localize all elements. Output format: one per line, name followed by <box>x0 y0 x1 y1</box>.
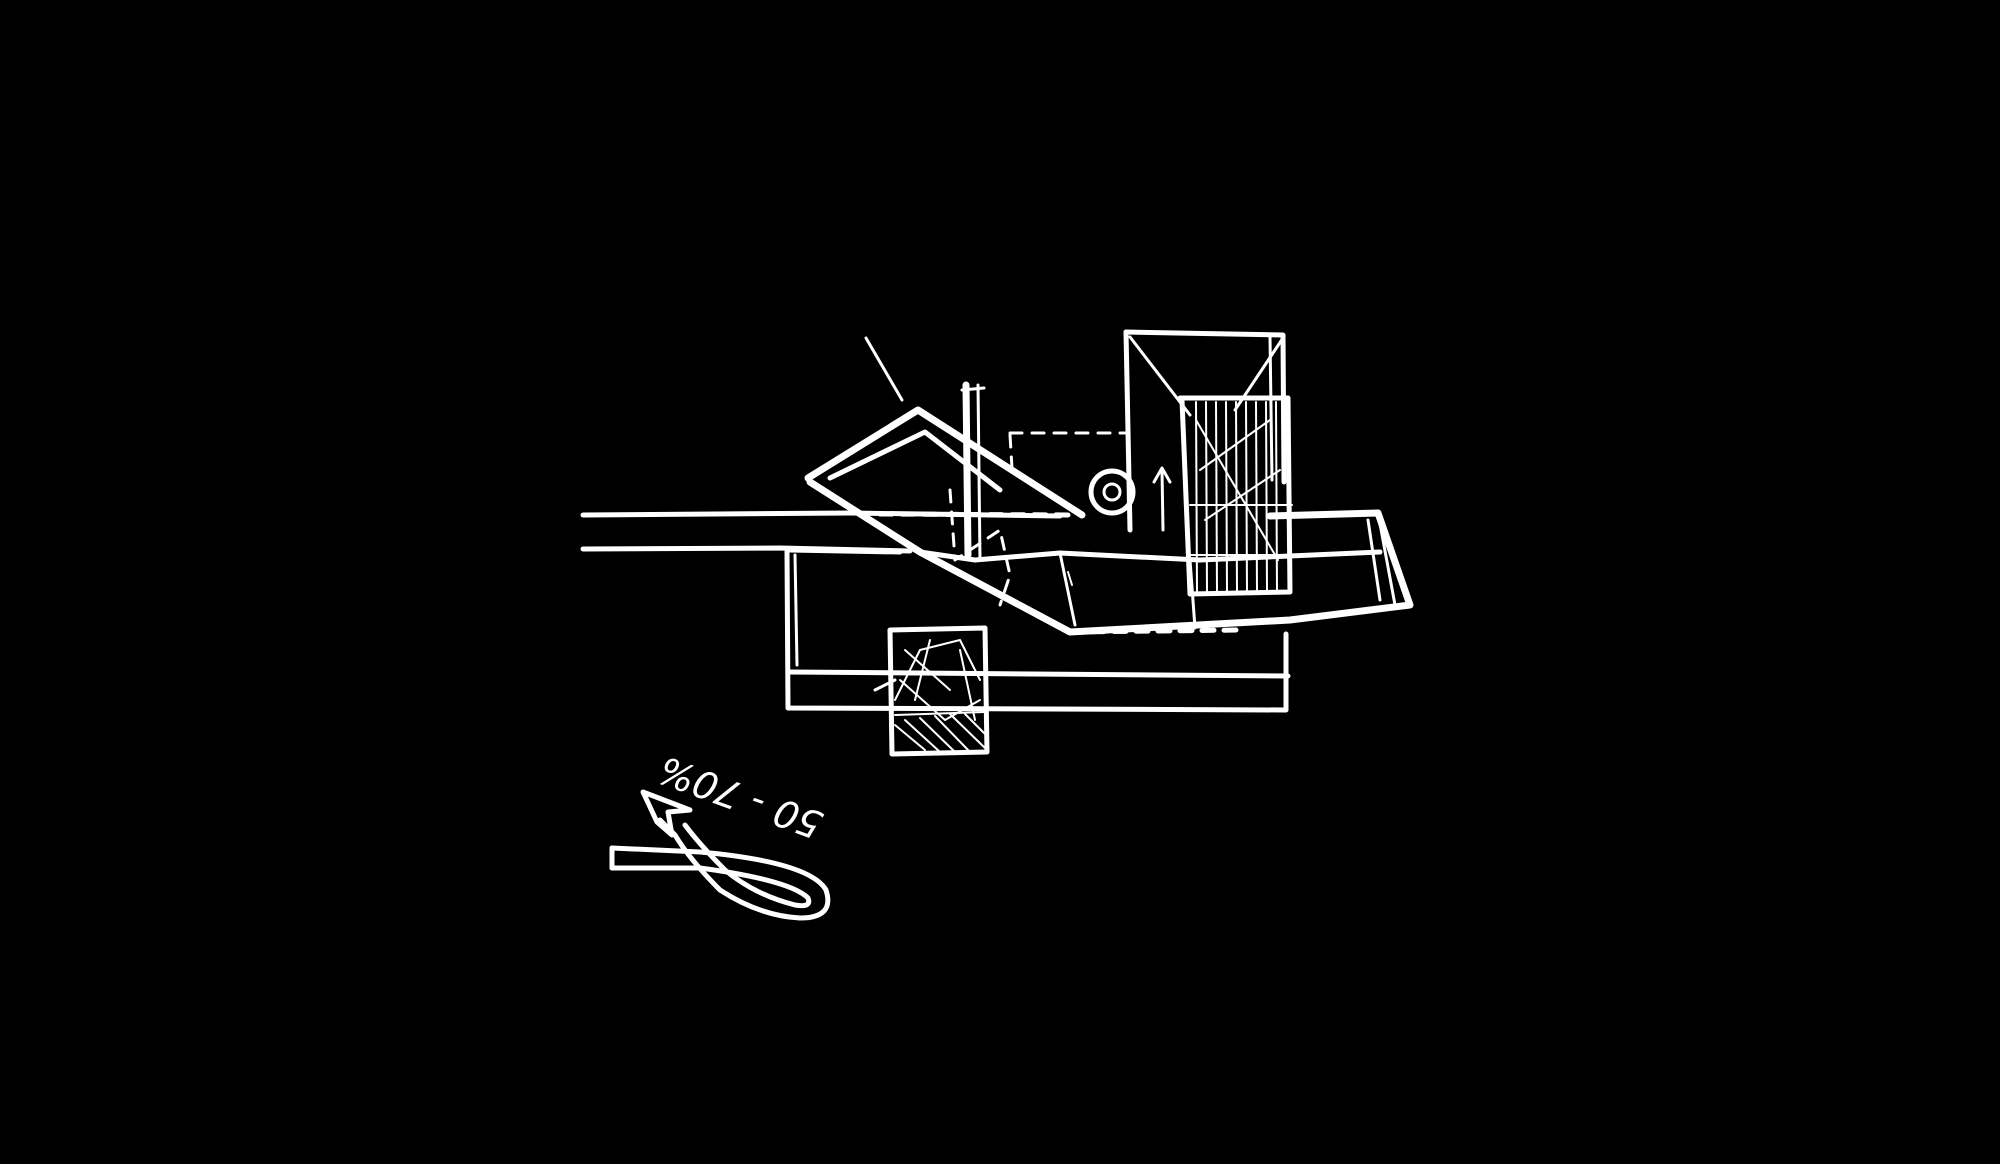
annex-outline <box>887 625 990 757</box>
up-arrow-icon <box>1152 466 1172 532</box>
tower-outline-top <box>1123 329 1287 485</box>
roof-dashed-outline <box>1008 431 1130 470</box>
base-slab-left-inner <box>793 553 799 667</box>
tick-mark <box>1067 571 1073 586</box>
annex-hatching <box>894 639 986 753</box>
wing-dashed-floor <box>1067 627 1243 635</box>
arrow-head <box>640 789 693 838</box>
base-slab-inner-line <box>787 669 1291 679</box>
tower-block <box>1123 329 1293 597</box>
annex-tick <box>873 678 897 692</box>
roof-inner-edge <box>827 429 1003 493</box>
base-slab-top-edge <box>787 547 903 555</box>
mast-pole-1 <box>962 381 972 559</box>
base-slab <box>784 547 1291 713</box>
sky-line <box>864 336 904 402</box>
tower-hatching <box>1189 401 1293 593</box>
wing-end-inner <box>1366 518 1382 602</box>
angled-wing <box>804 406 1414 636</box>
circle-tree-icon <box>1088 468 1136 516</box>
arrow-loop-inner <box>609 822 812 909</box>
mast <box>864 336 986 562</box>
tower-hatched-box <box>1177 395 1293 597</box>
base-slab-outline <box>784 547 1289 713</box>
annotation-label: 50 - 70% <box>653 747 828 847</box>
tower-outline-left <box>1123 329 1133 533</box>
tower-right-inner <box>1268 335 1274 482</box>
wing-mid-line <box>917 549 1383 563</box>
roof-ridge <box>804 406 1086 519</box>
wing-division-1 <box>1058 551 1077 627</box>
wing-end-edge <box>1376 511 1397 607</box>
mast-top-cap <box>960 386 986 392</box>
stair-lines <box>948 488 1012 607</box>
arrow-loop-outer <box>609 817 831 921</box>
mast-pole-2 <box>976 383 982 562</box>
road-dashed-extension <box>877 511 1073 518</box>
curved-arrow-icon <box>609 789 831 921</box>
hatched-annex <box>873 625 990 757</box>
